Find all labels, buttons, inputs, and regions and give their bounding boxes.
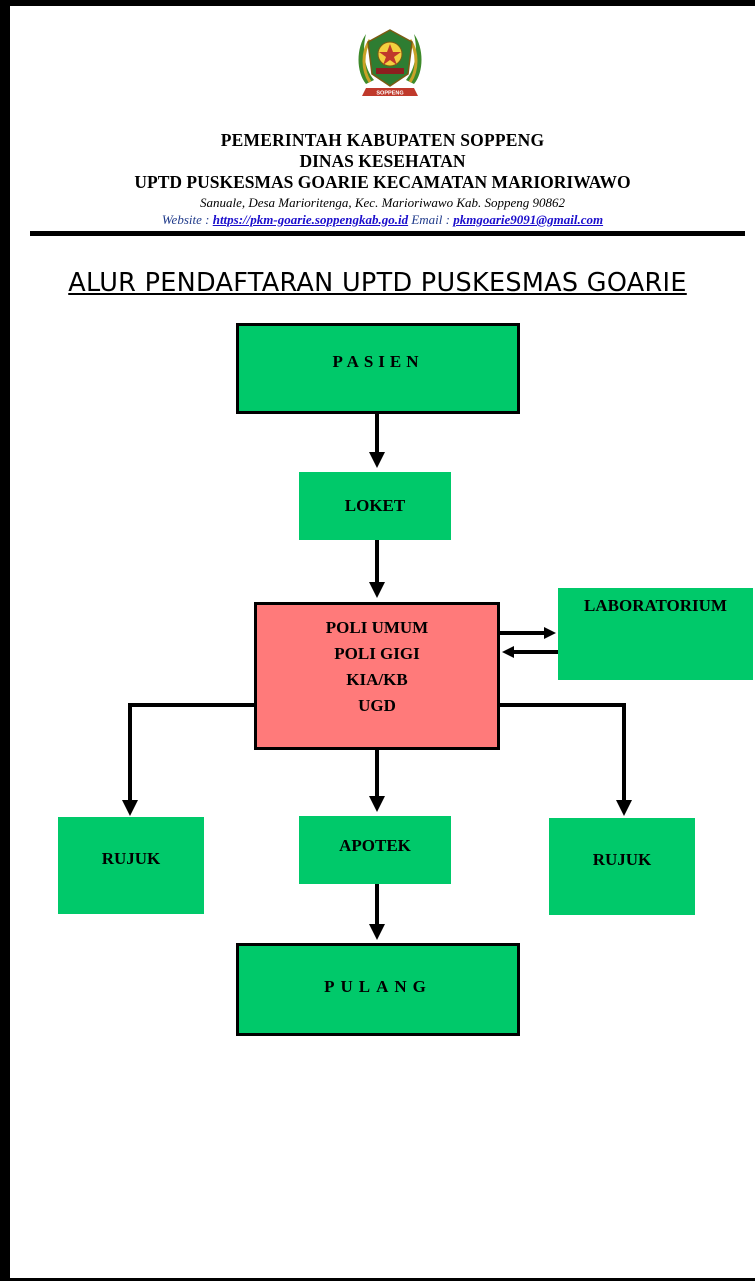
header-government: PEMERINTAH KABUPATEN SOPPENG [220,130,545,150]
arrow-poli-rujuk-left [128,703,254,800]
header-address: Sanuale, Desa Marioritenga, Kec. Mariori… [199,195,566,210]
page-frame-top [0,0,755,6]
soppeng-regency-logo: SOPPENG [358,29,422,97]
logo-lettering: SOPPENG [376,91,403,97]
website-link[interactable]: https://pkm-goarie.soppengkab.go.id [212,212,409,227]
arrow-poli-rujuk-right [500,703,626,800]
poli-gigi-label: POLI GIGI [334,644,420,663]
header-contact: Website : https://pkm-goarie.soppengkab.… [10,212,755,228]
email-link[interactable]: pkmgoarie9091@gmail.com [453,212,604,227]
flow-box-apotek: APOTEK [299,816,451,884]
flow-box-poli: POLI UMUM POLI GIGI KIA/KB UGD [254,602,500,750]
page-frame-bottom [0,1278,755,1281]
flow-box-loket: LOKET [299,472,451,540]
flow-box-rujuk-left: RUJUK [58,817,204,914]
poli-umum-label: POLI UMUM [325,618,429,637]
flow-box-rujuk-right: RUJUK [549,818,695,915]
website-label: Website : [161,212,213,227]
email-label: Email : [408,212,454,227]
page-frame-left [0,0,10,1281]
header-institution: UPTD PUSKESMAS GOARIE KECAMATAN MARIORIW… [134,172,631,192]
ugd-label: UGD [358,696,396,715]
header-department: DINAS KESEHATAN [299,151,466,171]
header-divider [30,231,745,236]
flow-box-pasien: PASIEN [236,323,520,414]
flow-box-laboratorium: LABORATORIUM [558,588,753,680]
flow-box-pulang: PULANG [236,943,520,1036]
kia-kb-label: KIA/KB [346,670,408,689]
page-title: ALUR PENDAFTARAN UPTD PUSKESMAS GOARIE [68,268,687,298]
